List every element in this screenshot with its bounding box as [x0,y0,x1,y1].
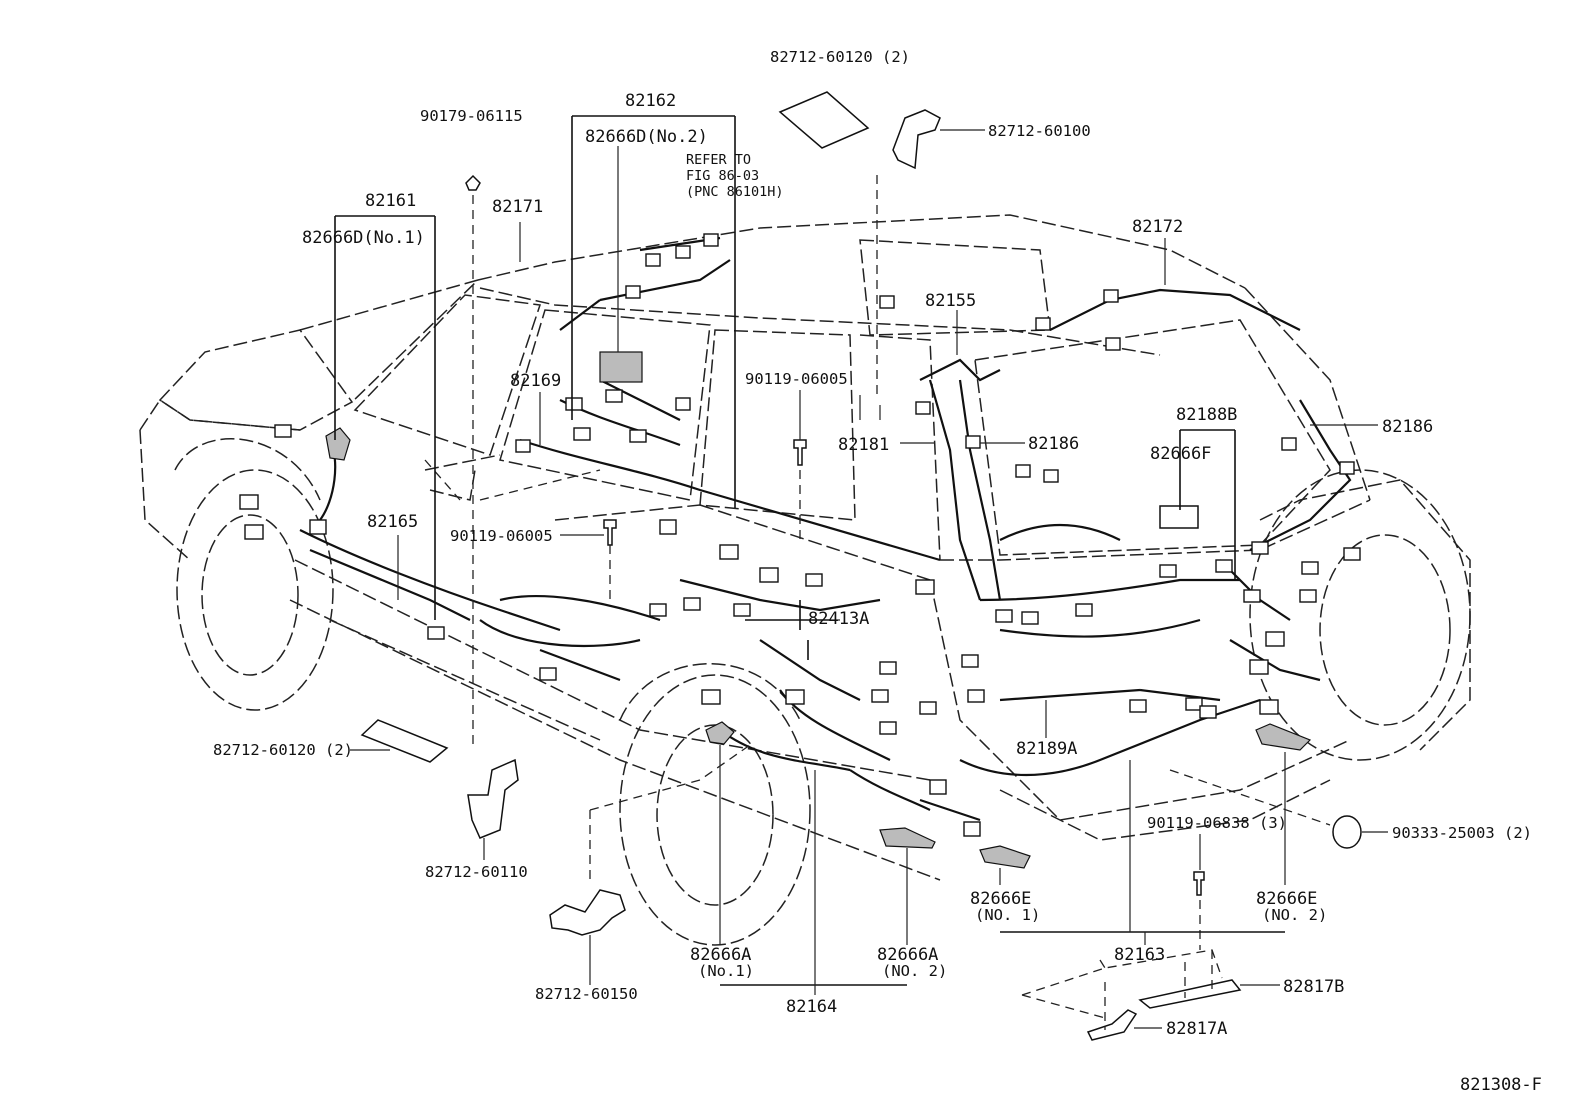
bolt-90119-06005-a [793,439,807,466]
label-82189A: 82189A [1016,739,1077,759]
refer-note-line-3: (PNC 86101H) [686,184,784,200]
loose-parts [325,91,1362,1041]
clamp-82666A-no1 [705,721,735,745]
bolt-90119-06005-b [603,519,617,546]
clamp-82666D-no1 [325,427,351,461]
clamp-82666A-no2 [879,827,936,849]
label-82161: 82161 [365,191,416,211]
refer-note-line-2: FIG 86-03 [686,168,759,184]
label-82666D-no1: 82666D(No.1) [302,228,425,248]
dashed-locator-lines [424,175,1331,969]
drawing-number: 821308-F [1460,1075,1542,1095]
bracket-82712-60110 [467,758,519,839]
clamp-82666D-no2 [599,351,643,383]
label-82666F: 82666F [1150,444,1211,464]
cover-82712-60100 [892,109,941,170]
label-82186-b: 82186 [1382,417,1433,437]
label-82712-60120-top: 82712-60120 (2) [770,48,910,66]
nut-90179-06115 [465,174,481,191]
label-90179-06115: 90179-06115 [420,107,523,125]
clamp-82666F [1159,505,1199,529]
bracket-82817B [1138,979,1242,1009]
label-90333-25003: 90333-25003 (2) [1392,824,1532,842]
label-82162: 82162 [625,91,676,111]
label-82666E-no2-sub: (NO. 2) [1262,906,1327,924]
protector-82712-60150 [549,889,626,936]
leader-lines [334,115,1388,1029]
label-82666D-no2: 82666D(No.2) [585,127,708,147]
label-90119-06005-b: 90119-06005 [450,527,553,545]
harness-connectors [239,233,1361,837]
label-82712-60110: 82712-60110 [425,863,528,881]
label-90119-06838: 90119-06838 (3) [1147,814,1287,832]
label-82171: 82171 [492,197,543,217]
label-82712-60100: 82712-60100 [988,122,1091,140]
label-82817A: 82817A [1166,1019,1227,1039]
label-82666E-no1: 82666E [970,889,1031,909]
clamp-82666E-no1 [979,845,1031,869]
plug-90333-25003 [1332,815,1362,849]
bracket-82817A [1086,1009,1138,1041]
part-labels: 82712-60120 (2) 82712-60100 82162 82666D… [213,48,1542,1095]
label-82188B: 82188B [1176,405,1237,425]
label-90119-06005-a: 90119-06005 [745,370,848,388]
label-82666E-no1-sub: (NO. 1) [975,906,1040,924]
label-82169: 82169 [510,371,561,391]
refer-note-line-1: REFER TO [686,152,751,168]
label-82164: 82164 [786,997,837,1017]
label-82163: 82163 [1114,945,1165,965]
label-82712-60150: 82712-60150 [535,985,638,1003]
tape-82712-60120-left [360,719,449,763]
label-82181: 82181 [838,435,889,455]
label-82666A-no2: 82666A [877,945,938,965]
label-82165: 82165 [367,512,418,532]
label-82666A-no1-sub: (No.1) [698,962,754,980]
vehicle-body-outline [139,214,1471,946]
label-82172: 82172 [1132,217,1183,237]
label-82666E-no2: 82666E [1256,889,1317,909]
label-82666A-no2-sub: (NO. 2) [882,962,947,980]
label-82712-60120-left: 82712-60120 (2) [213,741,353,759]
label-82155: 82155 [925,291,976,311]
tape-82712-60120-top [778,91,870,149]
clamp-82666E-no2 [1255,723,1312,751]
label-82666A-no1: 82666A [690,945,751,965]
label-82186-a: 82186 [1028,434,1079,454]
label-82413A: 82413A [808,609,869,629]
bolt-90119-06838 [1193,871,1205,896]
wire-harnesses [299,236,1352,822]
label-82817B: 82817B [1283,977,1344,997]
